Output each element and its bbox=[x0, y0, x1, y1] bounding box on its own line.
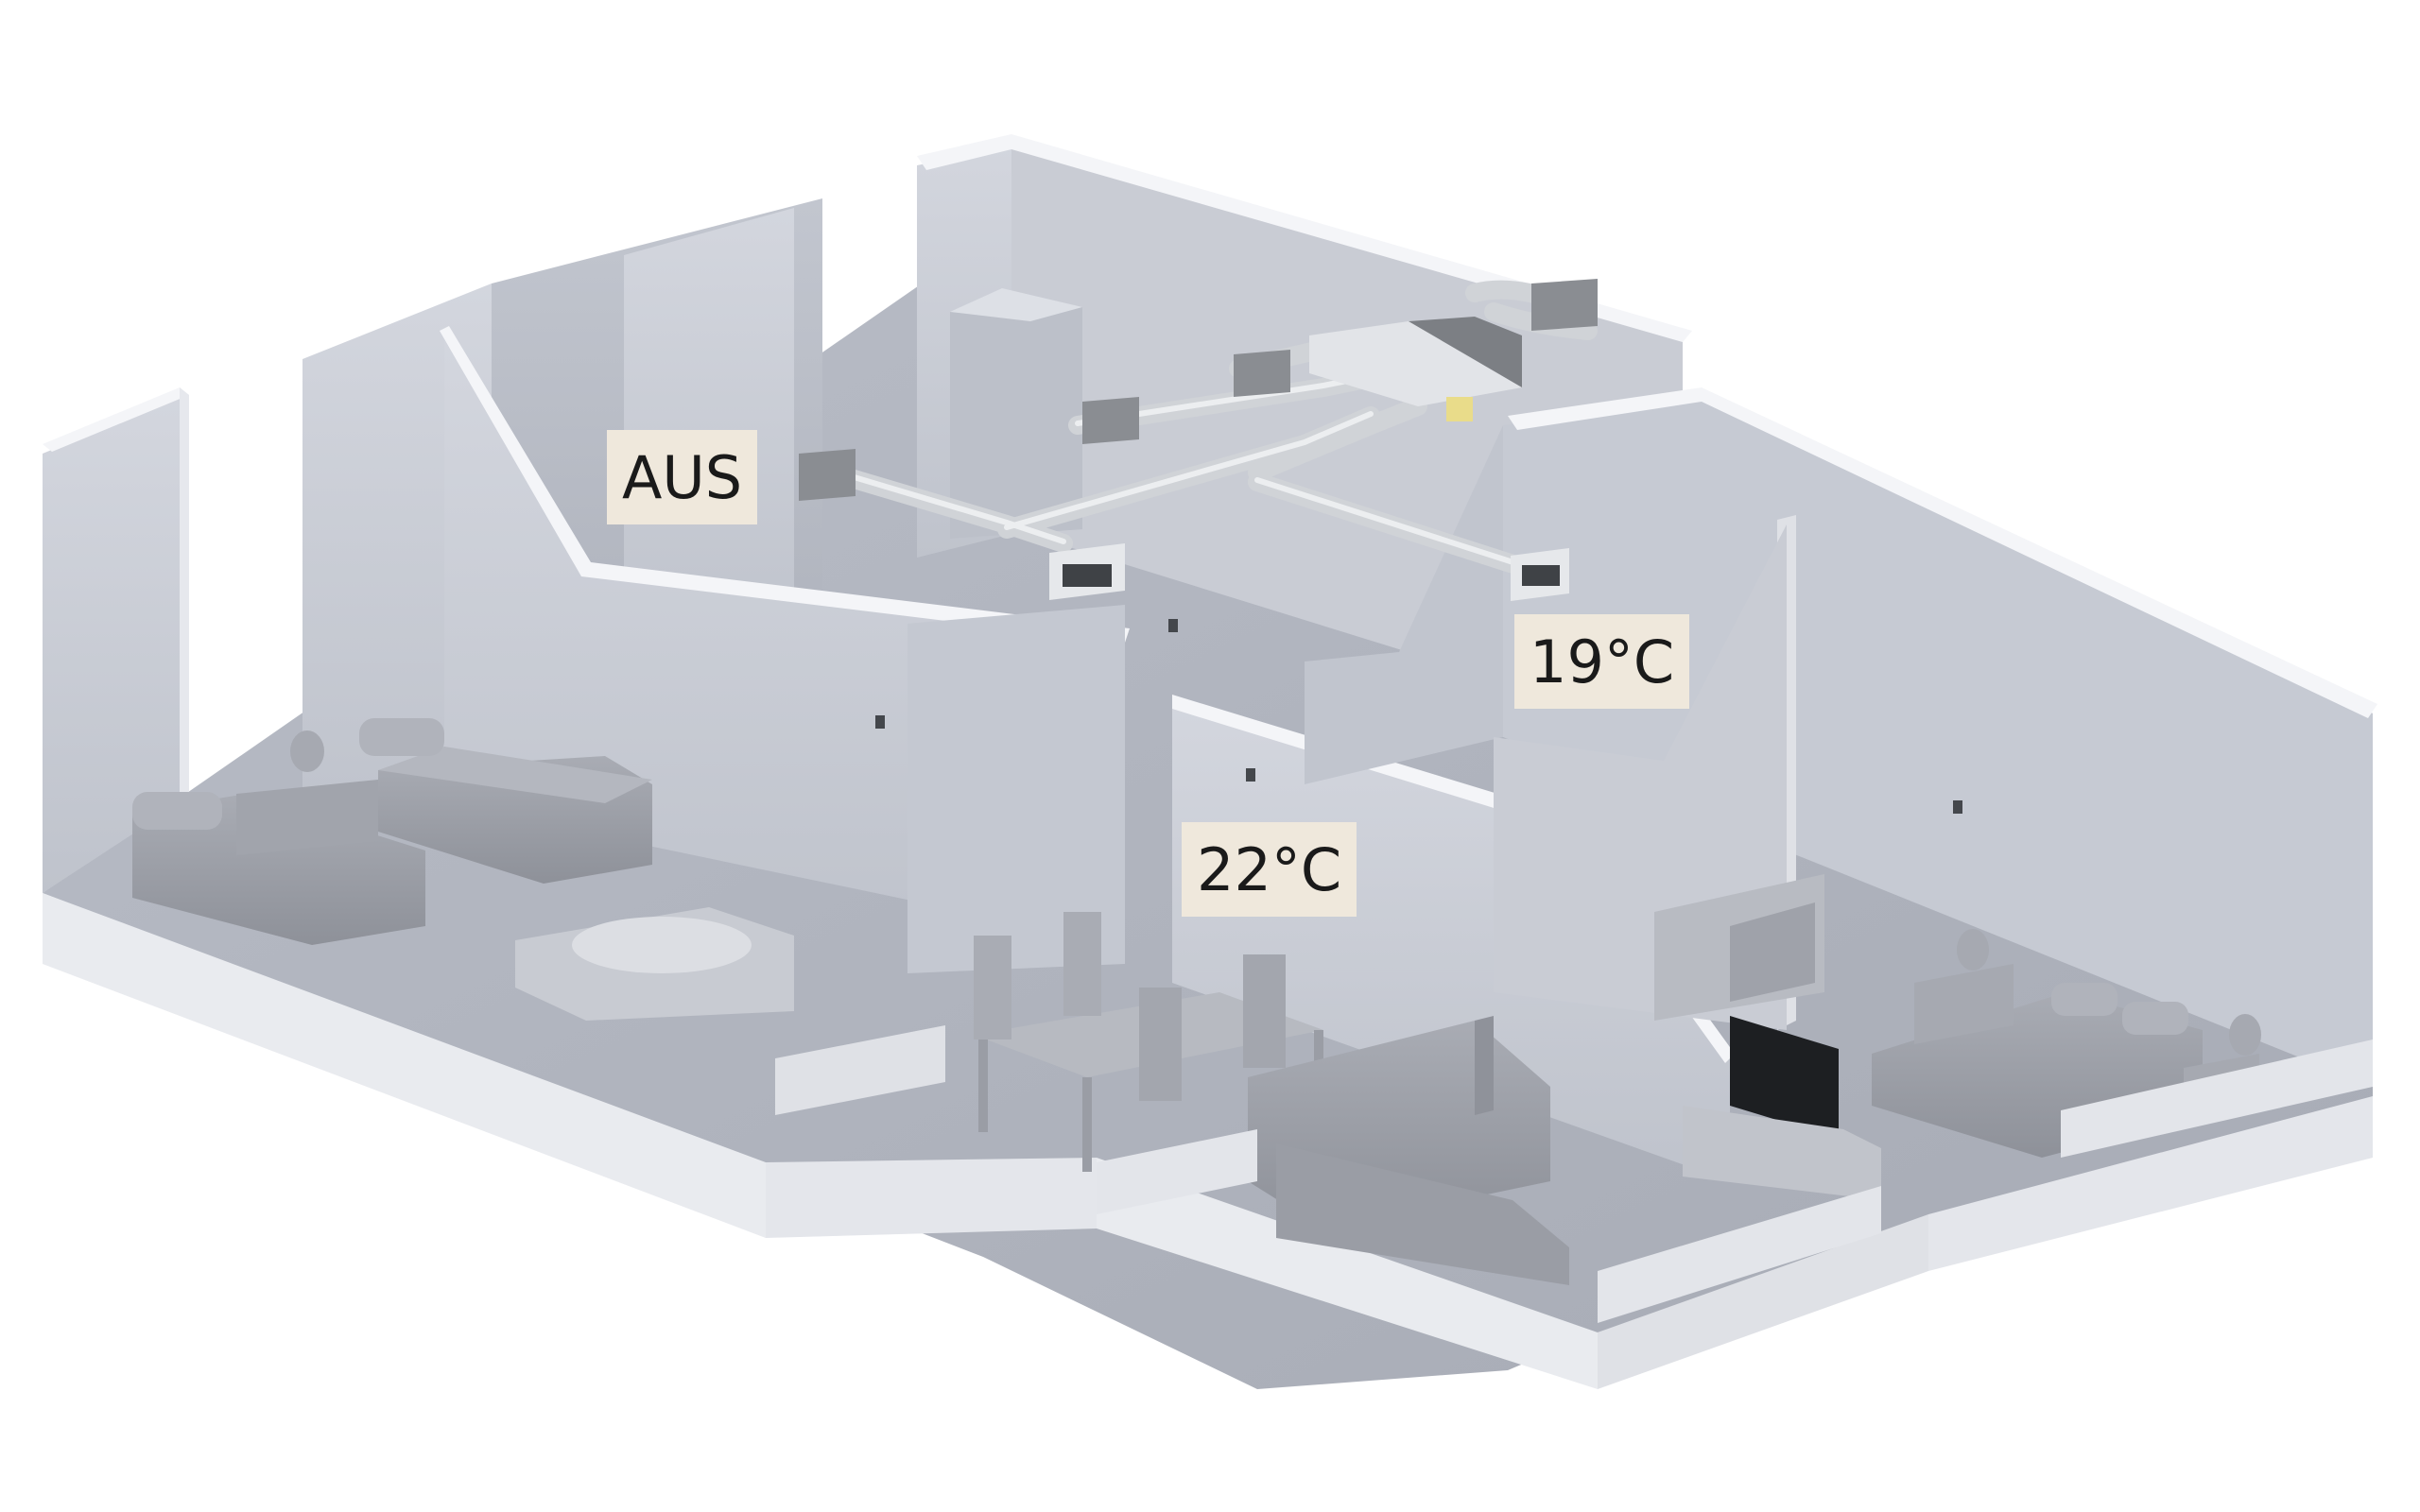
shelf bbox=[1654, 874, 1824, 1021]
furniture bbox=[132, 718, 2261, 1285]
ventilation-unit-icon bbox=[1309, 317, 1522, 421]
thermostat-icon bbox=[875, 715, 885, 729]
dining-table bbox=[974, 912, 1323, 1172]
thermostat-icon bbox=[1246, 768, 1255, 782]
bed-left bbox=[359, 718, 652, 884]
bathtub bbox=[515, 907, 794, 1021]
zone-label-22: 22°C bbox=[1182, 822, 1357, 917]
air-outlet-icon bbox=[1511, 548, 1569, 601]
tv bbox=[1683, 1016, 1881, 1200]
sofa bbox=[1248, 1016, 1569, 1285]
thermostat-icon bbox=[1168, 619, 1178, 632]
air-outlet-icon bbox=[1049, 543, 1125, 600]
zone-label-off: AUS bbox=[607, 430, 758, 524]
zone-label-19: 19°C bbox=[1514, 614, 1690, 709]
thermostats bbox=[875, 619, 1962, 814]
ventilation-system bbox=[799, 279, 1598, 601]
front-half-walls bbox=[775, 1025, 2373, 1323]
thermostat-icon bbox=[1953, 800, 1962, 814]
